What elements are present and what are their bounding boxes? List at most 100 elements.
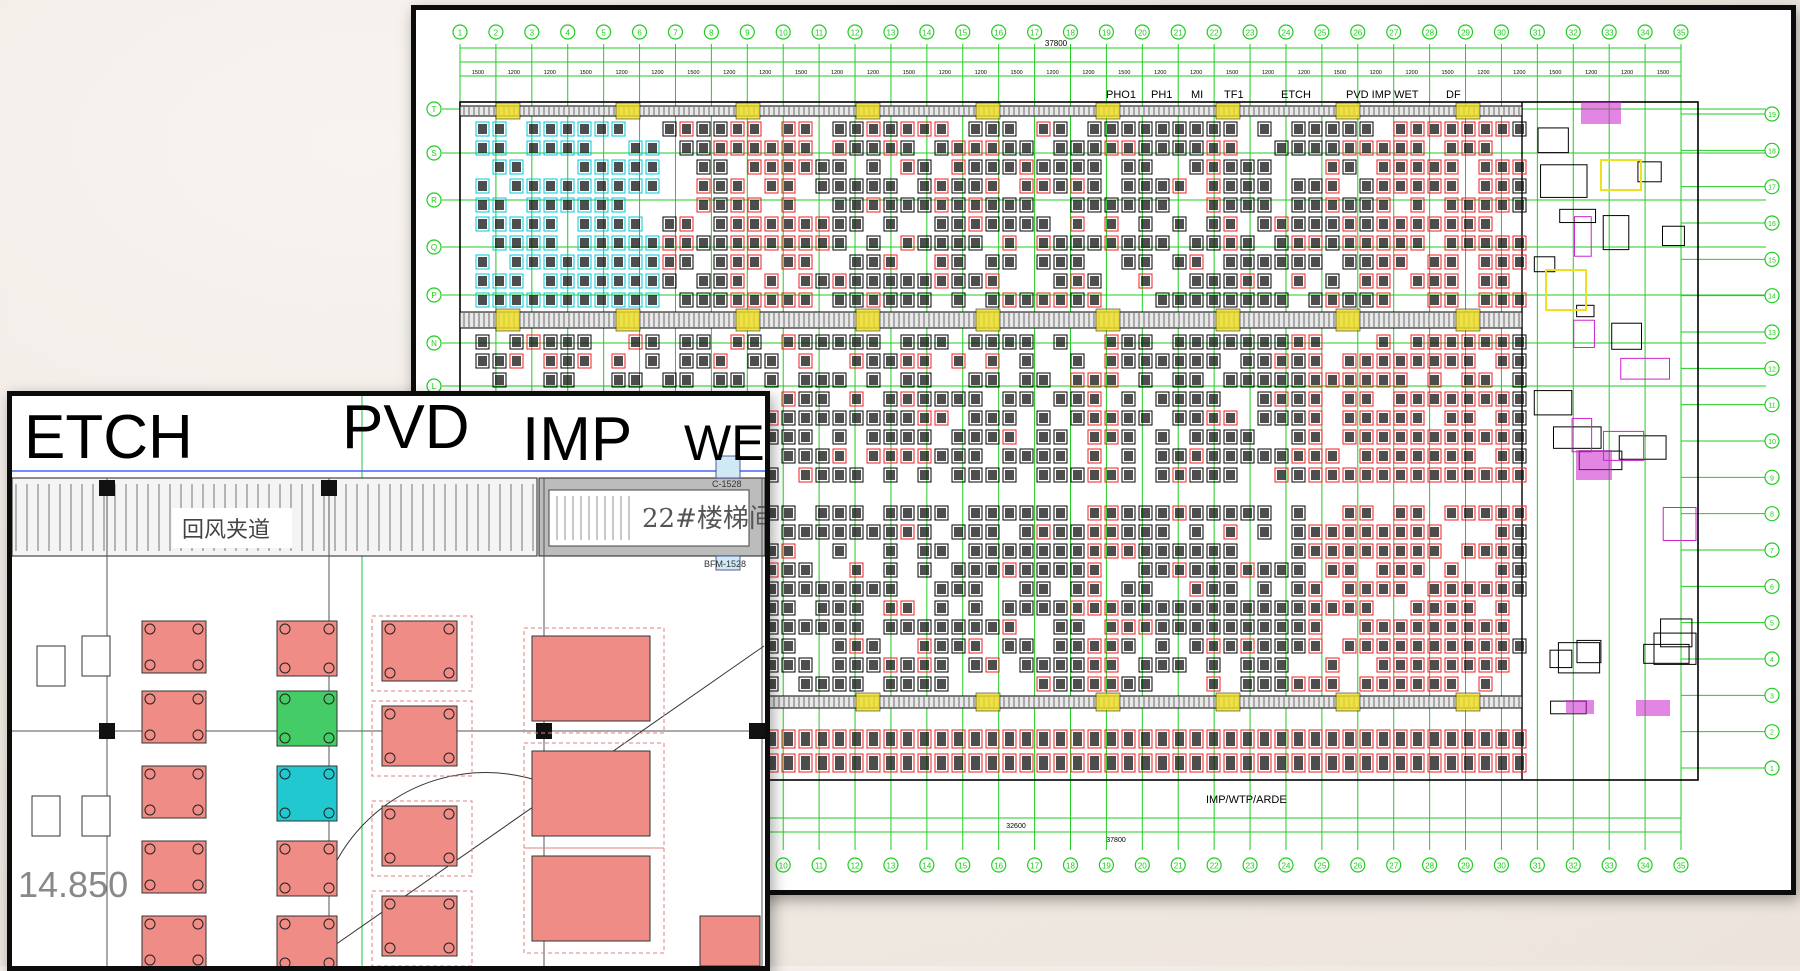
equipment-block-upper-body [1464,200,1473,210]
equipment-block-upper-body [1005,124,1014,134]
equipment-block-lower [1512,429,1527,445]
equipment-block-upper [1512,178,1527,194]
equipment-block-lower-body [1515,375,1524,385]
equipment-block-lower [781,410,796,426]
equipment-block-upper-body [733,200,742,210]
equipment-block-lower-body [1192,337,1201,347]
equipment-block-lower [1410,600,1425,616]
equipment-block-upper [713,273,728,289]
equipment-block-lower [1376,657,1391,673]
equipment-block-upper [747,292,762,308]
equipment-block-upper [764,216,779,232]
equipment-block-lower [1444,391,1459,407]
equipment-block-upper [577,292,592,308]
equipment-block-upper-body [1464,143,1473,153]
equipment-block-lower-body [1328,603,1337,613]
equipment-block-upper [577,254,592,270]
equipment-block-lower-body [699,356,708,366]
equipment-block-bottom [1308,753,1323,773]
equipment-block-lower [1512,467,1527,483]
equipment-block-lower [900,619,915,635]
equipment-block-lower [1121,524,1136,540]
equipment-block-lower [1393,391,1408,407]
equipment-block-lower [1121,676,1136,692]
equipment-block-upper [543,273,558,289]
equipment-block-upper [1444,235,1459,251]
equipment-block-upper [832,159,847,175]
equipment-block-lower [1359,353,1374,369]
equipment-block-lower-body [1107,603,1116,613]
equipment-block-upper-body [1090,200,1099,210]
equipment-block-lower-body [1311,375,1320,385]
column-marker-label: 10 [779,29,788,38]
equipment-block-upper-body [835,276,844,286]
etch-tool-port [144,843,156,855]
equipment-block-lower [1444,581,1459,597]
equipment-block-upper-body [818,219,827,229]
bay-dimension: 1200 [975,70,987,76]
equipment-block-upper [679,121,694,137]
equipment-block-lower [577,334,592,350]
equipment-block-lower [1138,562,1153,578]
equipment-block-upper-body [529,181,538,191]
equipment-block-lower-body [1039,527,1048,537]
equipment-block-lower-body [818,470,827,480]
equipment-block-lower-body [971,508,980,518]
column-marker-bottom-label: 25 [1317,862,1326,871]
equipment-block-lower-body [1022,394,1031,404]
equipment-block-upper-body [733,238,742,248]
equipment-block-lower-body [1107,660,1116,670]
equipment-block-lower [900,334,915,350]
equipment-block-lower-body [818,508,827,518]
airlock [615,308,641,332]
equipment-block-lower [1070,524,1085,540]
equipment-block-upper-body [563,124,572,134]
equipment-block-upper-body [852,257,861,267]
equipment-block-upper [1359,197,1374,213]
equipment-block-upper-body [1481,181,1490,191]
equipment-block-lower [1172,657,1187,673]
equipment-block-lower [1308,638,1323,654]
column-marker [1422,24,1438,40]
equipment-block-lower [1461,391,1476,407]
column-marker-bottom-label: 21 [1174,862,1183,871]
equipment-block-upper-body [1260,124,1269,134]
equipment-block-lower-body [1005,546,1014,556]
equipment-block-lower [1019,391,1034,407]
equipment-block-bottom-body [937,756,946,770]
equipment-block-upper-body [937,200,946,210]
equipment-block-lower-body [1175,660,1184,670]
airlock [615,102,641,120]
equipment-block-lower-body [682,356,691,366]
equipment-block-upper-body [784,257,793,267]
equipment-block-lower-body [801,375,810,385]
equipment-block-lower-body [1379,413,1388,423]
equipment-block-lower [1308,524,1323,540]
equipment-block-lower [968,429,983,445]
equipment-block-upper-body [1311,124,1320,134]
etch-tool-port [192,693,204,705]
pvd-tool [276,690,338,747]
equipment-block-lower-body [801,356,810,366]
equipment-block-lower [1444,600,1459,616]
column-marker-label: 3 [530,29,535,38]
equipment-block-lower-body [1226,641,1235,651]
equipment-block-lower-body [1447,356,1456,366]
equipment-block-lower [1070,638,1085,654]
equipment-block-lower-body [1379,451,1388,461]
equipment-block-upper-body [597,162,606,172]
zone-label-top: PHO1 [1106,89,1136,101]
equipment-block-upper [1325,140,1340,156]
equipment-block-lower-body [1464,394,1473,404]
equipment-block-upper-body [903,200,912,210]
equipment-block-lower-body [818,679,827,689]
equipment-block-upper-body [1515,238,1524,248]
equipment-block-bottom [1342,753,1357,773]
equipment-block-lower [1138,410,1153,426]
equipment-block-upper [1206,197,1221,213]
equipment-block-lower [1036,600,1051,616]
row-marker-right-label: 12 [1768,366,1776,373]
equipment-block-bottom-body [1413,732,1422,746]
equipment-block-upper [866,254,881,270]
equipment-block-lower [1325,600,1340,616]
